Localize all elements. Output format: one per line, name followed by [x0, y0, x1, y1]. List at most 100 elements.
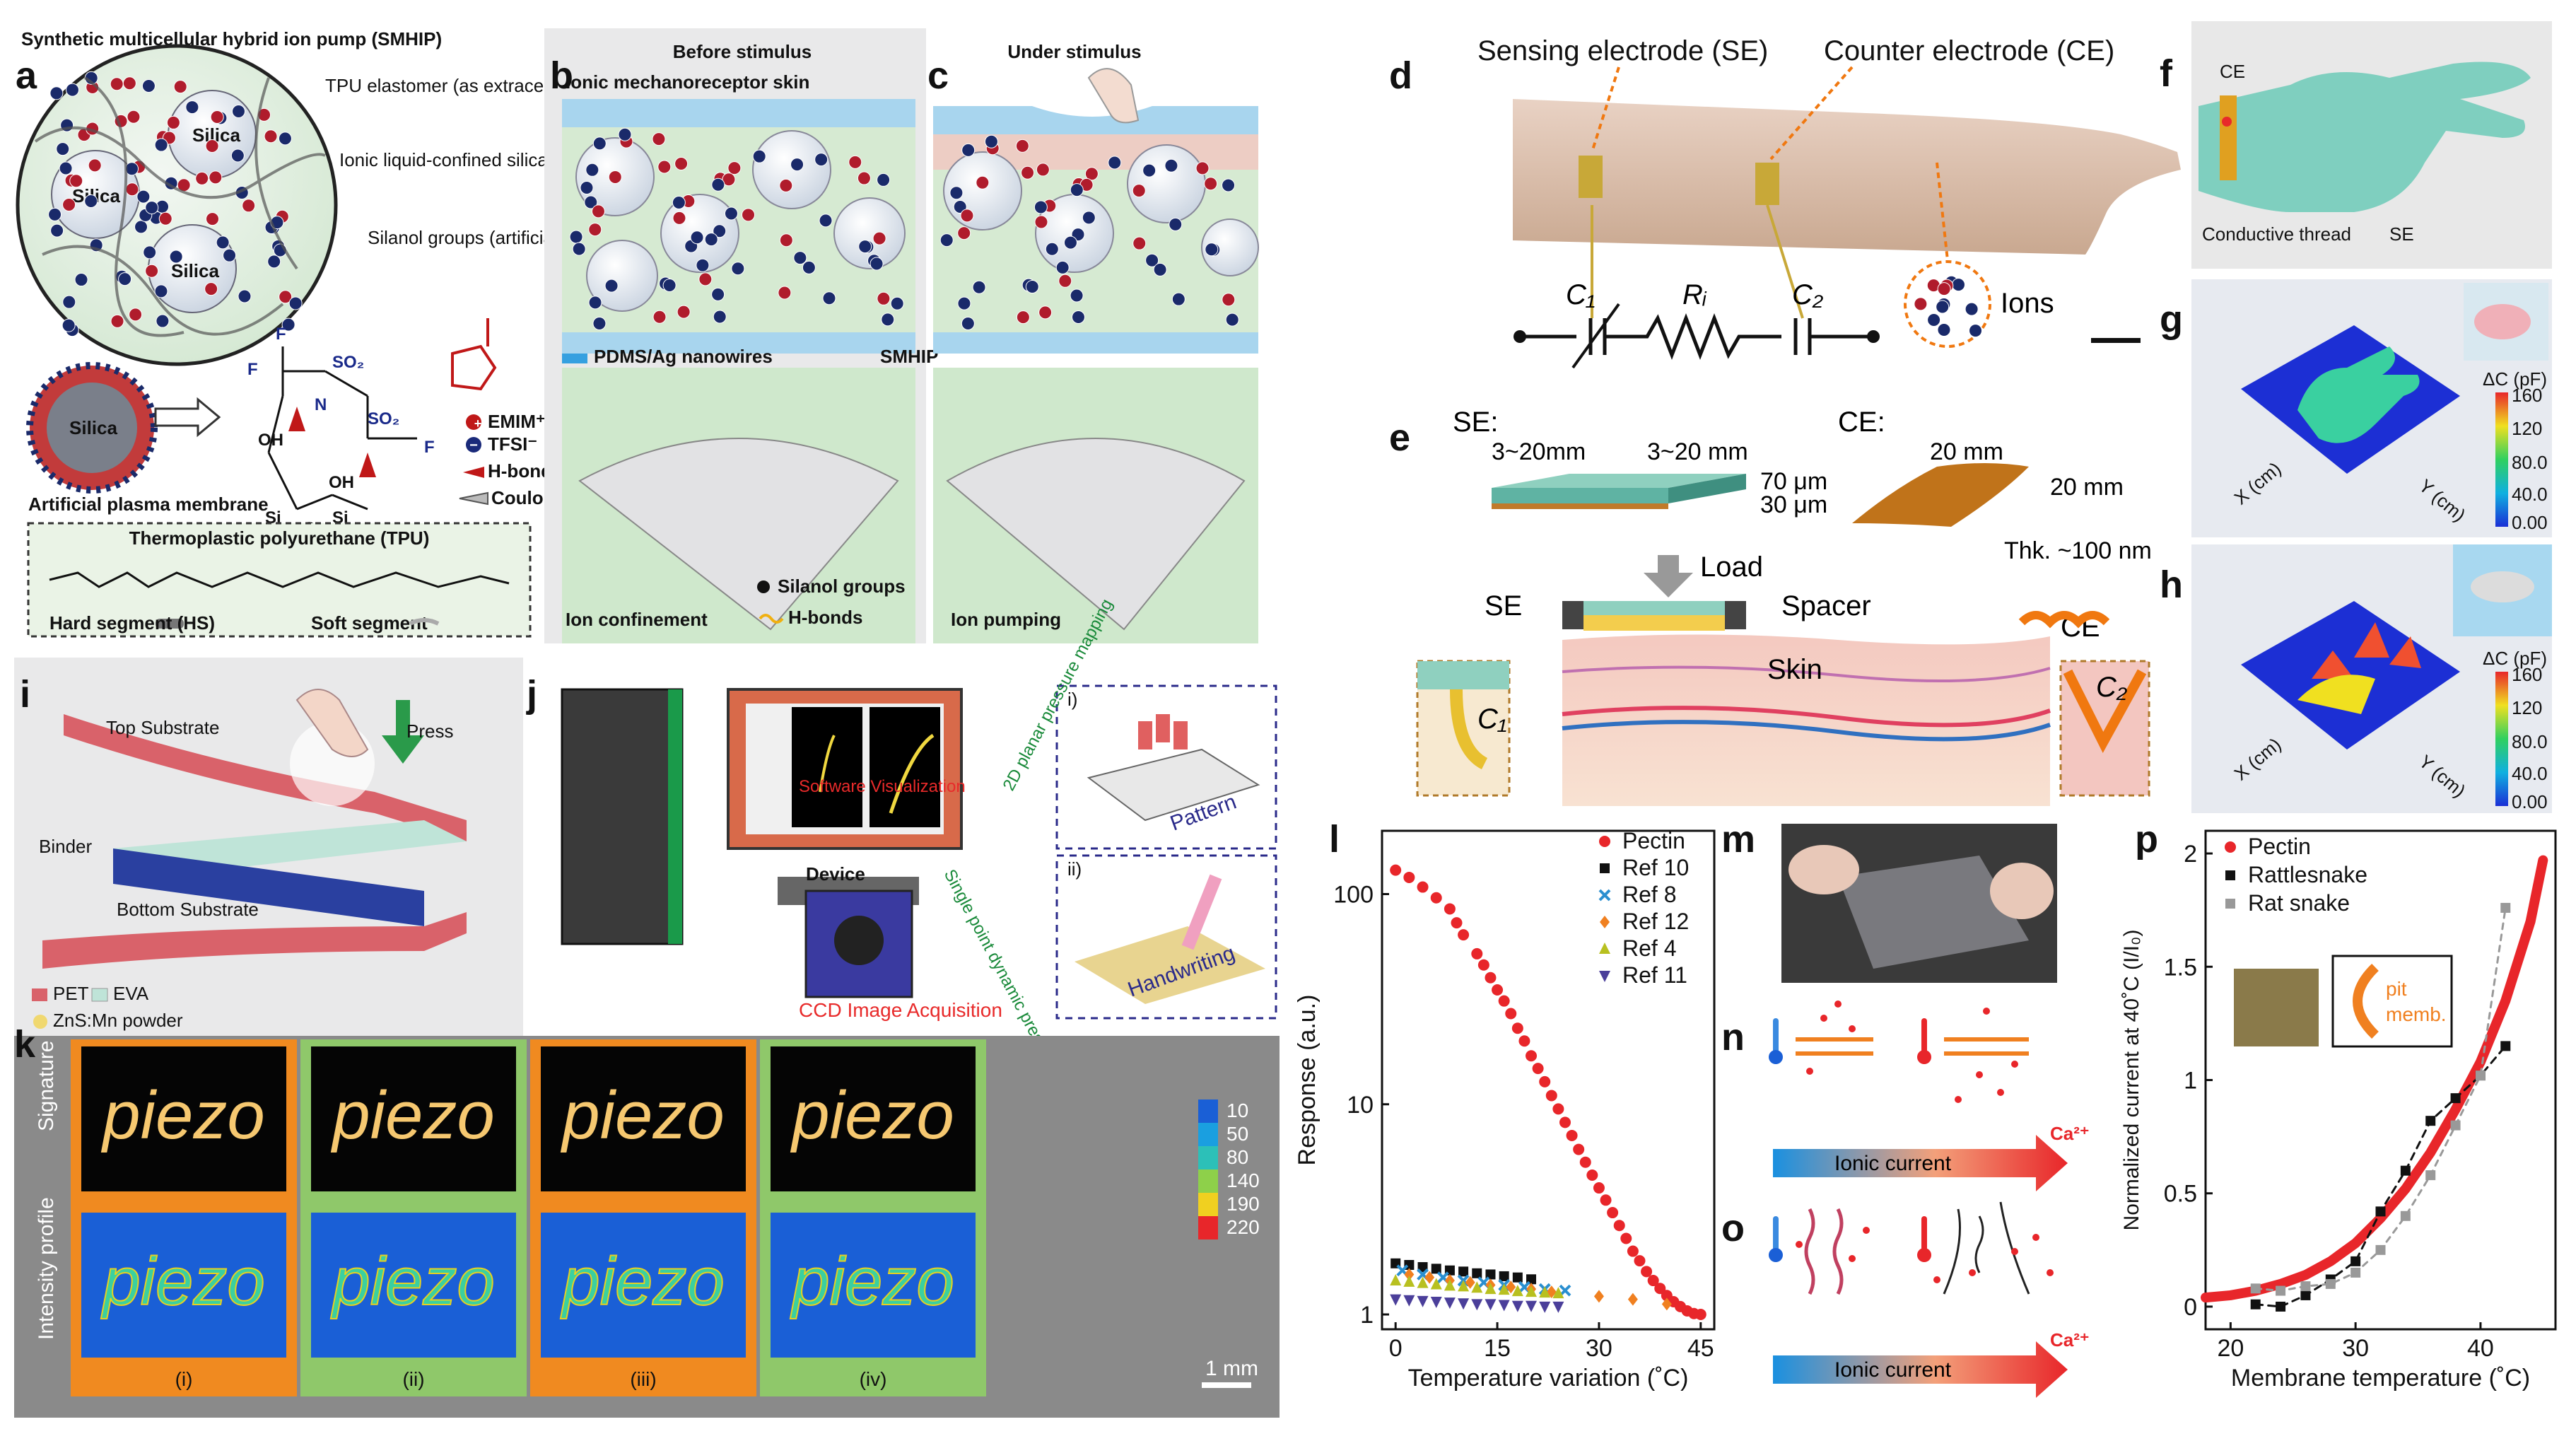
anion-icon — [822, 291, 836, 305]
data-point — [2425, 1170, 2436, 1181]
panel-i-letter: i — [20, 673, 30, 716]
panel-b-caption: Ion confinement — [566, 609, 708, 630]
cbar-tick-h-2: 80.0 — [2512, 731, 2548, 752]
k-intensity-image — [771, 1213, 976, 1358]
anion-icon — [957, 296, 971, 310]
series-ref-10 — [1391, 1258, 1537, 1285]
counter-electrode — [1755, 163, 1779, 205]
panel-d-letter: d — [1389, 54, 1412, 97]
data-point — [1417, 1295, 1429, 1307]
anion-icon — [1951, 278, 1965, 292]
data-point — [1598, 889, 1611, 902]
anion-icon — [585, 163, 599, 177]
eva-label: EVA — [113, 983, 149, 1004]
panel-j-letter: j — [526, 673, 537, 716]
tpu-strands — [34, 76, 326, 337]
x-tick-label: 0 — [1389, 1335, 1403, 1362]
se-label-e: SE — [1485, 590, 1522, 622]
data-point — [1477, 959, 1489, 971]
anion-icon — [604, 279, 619, 293]
anion-icon — [50, 223, 64, 238]
data-point — [1465, 1276, 1475, 1289]
anion-icon — [713, 310, 727, 324]
panel-b-heading: Before stimulus — [673, 41, 812, 62]
ion-dots-a — [48, 71, 303, 337]
glove-thread-label: Conductive thread — [2202, 223, 2351, 245]
chains-hot — [1943, 1201, 2030, 1295]
ca-ion-icon — [1976, 1071, 1983, 1078]
anion-icon — [169, 250, 183, 264]
cation-icon — [69, 174, 83, 188]
anion-icon — [711, 177, 725, 192]
panel-b: b Before stimulus Ionic mechanoreceptor … — [544, 28, 938, 643]
data-point — [1539, 1301, 1551, 1313]
data-point — [1600, 1194, 1612, 1206]
ca-ion-icon — [1933, 1276, 1940, 1283]
data-point — [1458, 1298, 1470, 1310]
anion-icon — [1153, 262, 1167, 276]
silica-label-3: Silica — [171, 260, 219, 281]
variable-cap-arrow — [1571, 303, 1620, 369]
data-point — [1417, 881, 1429, 893]
anion-icon — [288, 296, 303, 310]
se-front-face — [1492, 488, 1668, 503]
hand-press — [295, 689, 369, 757]
cbar-title-h: ΔC (pF) — [2483, 648, 2547, 669]
hand-left — [1788, 845, 1859, 894]
k-intensity-word: piezo — [790, 1244, 954, 1319]
cation-icon — [209, 170, 223, 185]
data-point — [1593, 1290, 1604, 1303]
ca-ion-icon — [2047, 1269, 2054, 1276]
anion-icon — [1171, 292, 1185, 306]
x-tick-label: 40 — [2467, 1335, 2494, 1362]
ionic-label-n: Ionic current — [1834, 1152, 1952, 1175]
cation-icon — [173, 80, 187, 94]
thermo-cold-o — [1773, 1216, 1779, 1252]
data-point — [1485, 972, 1497, 984]
anion-icon — [592, 136, 607, 151]
ce-pointer — [1769, 66, 1854, 161]
handwriting-pad — [1075, 926, 1265, 1004]
data-point — [1539, 1075, 1551, 1087]
series-rat-snake — [2250, 902, 2511, 1296]
k-column-label: (iii) — [630, 1368, 656, 1390]
cbar-tick-g-4: 0.00 — [2512, 512, 2548, 533]
panel-m: m — [1721, 818, 2057, 983]
anion-icon — [125, 162, 139, 176]
k-scale-value: 220 — [1226, 1216, 1260, 1238]
anion-icon — [1071, 310, 1085, 324]
cation-icon — [742, 208, 756, 222]
ce-dim2: 20 mm — [2050, 474, 2124, 501]
data-point — [1552, 1103, 1564, 1115]
data-point — [1498, 995, 1510, 1007]
legend-entry: Ref 11 — [1622, 962, 1687, 988]
ca-ion-icon — [1796, 1241, 1803, 1248]
anion-icon — [62, 295, 76, 309]
ca-label-o: Ca²⁺ — [2050, 1329, 2090, 1350]
panel-d: d Sensing electrode (SE) Counter electro… — [1389, 35, 2181, 369]
anion-icon — [961, 317, 975, 331]
anion-icon — [1142, 163, 1157, 177]
anion-icon — [1222, 178, 1236, 192]
anion-icon — [154, 138, 168, 152]
cation-icon — [129, 308, 143, 322]
cation-icon — [672, 211, 686, 225]
tpu-box-title: Thermoplastic polyurethane (TPU) — [129, 527, 430, 549]
svg-text:OH: OH — [329, 473, 354, 492]
anion-icon — [1936, 300, 1950, 314]
data-point — [1403, 1275, 1415, 1287]
svg-text:−: − — [469, 438, 478, 453]
snake-photo — [2234, 969, 2319, 1046]
cation-icon — [652, 310, 667, 324]
panel-l-letter: l — [1329, 818, 1340, 860]
data-point — [2500, 1041, 2511, 1051]
plasma-label: Artificial plasma membrane — [28, 494, 269, 515]
k-signature-word: piezo — [560, 1078, 725, 1153]
anion-icon — [790, 158, 804, 172]
ca-ion-icon — [1806, 1068, 1813, 1075]
anion-icon — [267, 255, 281, 269]
anion-icon — [238, 289, 252, 303]
y-tick-label: 1.5 — [2164, 954, 2197, 981]
pet-swatch — [32, 988, 47, 1001]
ca-ion-icon — [2011, 1248, 2018, 1255]
